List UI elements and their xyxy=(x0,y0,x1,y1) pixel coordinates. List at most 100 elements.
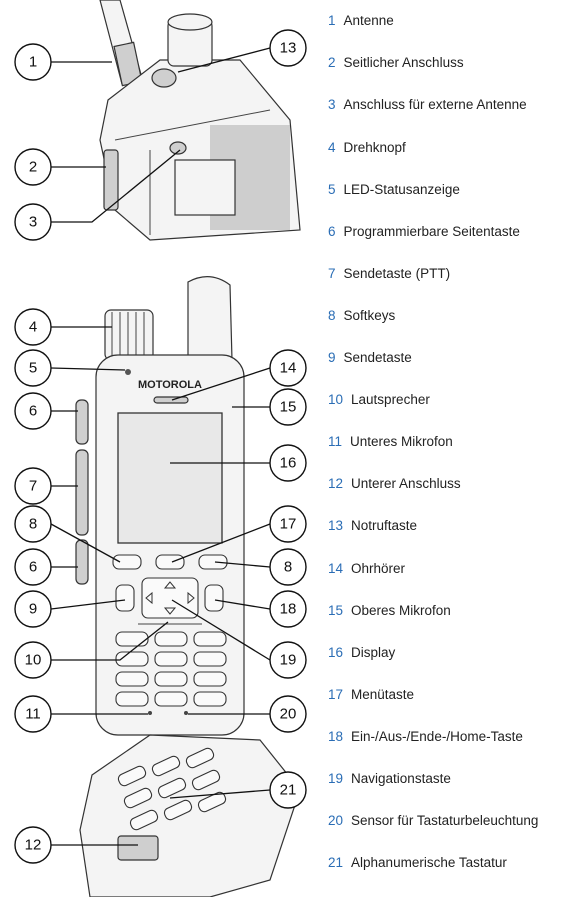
legend-label: Seitlicher Anschluss xyxy=(343,54,464,70)
callout-20: 20 xyxy=(269,695,307,733)
legend-number: 17 xyxy=(328,686,344,702)
legend-label: Anschluss für externe Antenne xyxy=(343,96,527,112)
callout-12: 12 xyxy=(14,826,52,864)
legend-label: Notruftaste xyxy=(351,517,418,533)
svg-text:6: 6 xyxy=(29,559,37,576)
legend-number: 14 xyxy=(328,560,344,576)
legend-item: 4 Drehknopf xyxy=(328,137,406,157)
legend-label: Alphanumerische Tastatur xyxy=(351,854,507,870)
legend-label: Menütaste xyxy=(351,686,415,702)
front-antenna xyxy=(187,276,233,361)
legend-item: 12 Unterer Anschluss xyxy=(328,473,461,493)
legend-label: Sendetaste xyxy=(343,349,412,365)
legend-label: Antenne xyxy=(343,12,394,28)
send-key xyxy=(115,584,135,612)
legend-number: 19 xyxy=(328,770,344,786)
callout-8-left: 8 xyxy=(14,505,52,543)
legend-number: 2 xyxy=(328,54,336,70)
legend-number: 9 xyxy=(328,349,336,365)
svg-text:20: 20 xyxy=(280,706,297,723)
grille-pattern xyxy=(174,125,290,230)
legend-label: Ohrhörer xyxy=(351,560,406,576)
callout-2: 2 xyxy=(14,148,52,186)
side-button-upper xyxy=(75,399,89,445)
legend-number: 11 xyxy=(328,433,343,449)
legend-label: Unterer Anschluss xyxy=(351,475,461,491)
bottom-device-view xyxy=(79,734,301,897)
legend-item: 8 Softkeys xyxy=(328,305,395,325)
legend-label: Unteres Mikrofon xyxy=(350,433,453,449)
top-device-view xyxy=(99,0,301,241)
legend-label: LED-Statusanzeige xyxy=(343,181,460,197)
callout-11: 11 xyxy=(14,695,52,733)
callout-13: 13 xyxy=(269,29,307,67)
callout-17: 17 xyxy=(269,505,307,543)
callout-10: 10 xyxy=(14,641,52,679)
legend-number: 12 xyxy=(328,475,344,491)
emergency-button xyxy=(151,68,177,88)
legend-number: 10 xyxy=(328,391,344,407)
svg-text:4: 4 xyxy=(29,319,37,336)
svg-text:16: 16 xyxy=(280,455,297,472)
callout-18: 18 xyxy=(269,590,307,628)
bottom-connector xyxy=(117,835,159,861)
callout-4: 4 xyxy=(14,308,52,346)
earpiece xyxy=(153,396,189,404)
legend-item: 14 Ohrhörer xyxy=(328,558,405,578)
svg-text:10: 10 xyxy=(25,652,42,669)
svg-text:11: 11 xyxy=(25,706,41,723)
svg-text:13: 13 xyxy=(280,40,297,57)
ptt-button xyxy=(75,449,89,536)
legend-label: Softkeys xyxy=(343,307,396,323)
legend-item: 11 Unteres Mikrofon xyxy=(328,431,453,451)
callout-1: 1 xyxy=(14,43,52,81)
svg-text:12: 12 xyxy=(25,837,42,854)
legend-label: Oberes Mikrofon xyxy=(351,602,451,618)
svg-text:15: 15 xyxy=(280,399,297,416)
side-button-lower xyxy=(75,539,89,585)
softkey-right xyxy=(198,554,228,570)
legend-label: Drehknopf xyxy=(343,139,406,155)
legend-number: 4 xyxy=(328,139,336,155)
svg-text:1: 1 xyxy=(29,54,37,71)
svg-text:21: 21 xyxy=(280,782,297,799)
legend-item: 18 Ein-/Aus-/Ende-/Home-Taste xyxy=(328,726,523,746)
callout-15: 15 xyxy=(269,388,307,426)
legend-label: Programmierbare Seitentaste xyxy=(343,223,520,239)
callout-19: 19 xyxy=(269,641,307,679)
keypad-light-sensor xyxy=(184,711,188,715)
svg-text:2: 2 xyxy=(29,159,37,176)
side-connector xyxy=(103,149,119,211)
legend-item: 2 Seitlicher Anschluss xyxy=(328,52,464,72)
legend-number: 8 xyxy=(328,307,336,323)
legend-number: 13 xyxy=(328,517,344,533)
svg-text:14: 14 xyxy=(280,360,297,377)
callout-9: 9 xyxy=(14,590,52,628)
legend-number: 5 xyxy=(328,181,336,197)
callout-5: 5 xyxy=(14,349,52,387)
callout-circles: 1 13 2 3 4 5 14 6 15 16 7 8 17 8 6 9 18 … xyxy=(14,29,307,864)
lower-mic xyxy=(148,711,152,715)
legend-label: Navigationstaste xyxy=(351,770,451,786)
callout-6-upper: 6 xyxy=(14,392,52,430)
svg-text:19: 19 xyxy=(280,652,297,669)
legend-number: 18 xyxy=(328,728,344,744)
svg-text:17: 17 xyxy=(280,516,297,533)
legend-item: 5 LED-Statusanzeige xyxy=(328,179,460,199)
brand-logo: MOTOROLA xyxy=(138,379,202,391)
svg-text:18: 18 xyxy=(280,601,297,618)
front-device-view: MOTOROLA xyxy=(75,276,245,736)
display xyxy=(117,412,223,544)
legend-label: Ein-/Aus-/Ende-/Home-Taste xyxy=(351,728,523,744)
svg-text:5: 5 xyxy=(29,360,37,377)
legend-label: Sensor für Tastaturbeleuchtung xyxy=(351,812,539,828)
legend-number: 20 xyxy=(328,812,344,828)
legend-number: 16 xyxy=(328,644,344,660)
